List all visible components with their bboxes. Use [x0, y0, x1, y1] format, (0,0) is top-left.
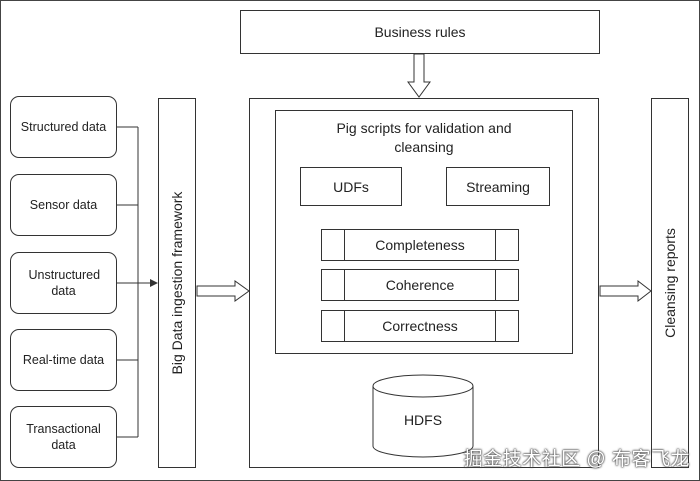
udfs-box: UDFs — [300, 167, 402, 206]
coherence-label: Coherence — [385, 277, 455, 293]
source-real-time-data: Real-time data — [10, 329, 117, 391]
streaming-box: Streaming — [446, 167, 550, 206]
watermark-text: 掘金技术社区 @ 布客飞龙 — [463, 449, 690, 470]
bar-cap-right — [495, 270, 518, 300]
ingestion-framework-label: Big Data ingestion framework — [169, 191, 185, 375]
correctness-label: Correctness — [382, 318, 458, 334]
source-label: Structured data — [20, 120, 107, 134]
source-sensor-data: Sensor data — [10, 174, 117, 236]
source-unstructured-data: Unstructured data — [10, 252, 117, 314]
hdfs-label: HDFS — [403, 412, 443, 428]
business-rules-label: Business rules — [374, 24, 466, 40]
ingestion-framework-box — [158, 98, 196, 468]
streaming-label: Streaming — [466, 178, 530, 195]
source-label: Unstructured data — [28, 268, 101, 298]
bar-cap-right — [495, 311, 518, 341]
bar-cap-left — [322, 311, 345, 341]
source-label: Transactional data — [26, 422, 101, 452]
source-transactional-data: Transactional data — [10, 406, 117, 468]
business-rules-box: Business rules — [240, 10, 600, 54]
bar-cap-left — [322, 270, 345, 300]
source-label: Real-time data — [22, 353, 105, 367]
bar-cap-right — [495, 230, 518, 260]
source-structured-data: Structured data — [10, 96, 117, 158]
completeness-label: Completeness — [375, 237, 465, 253]
pig-scripts-title: Pig scripts for validation and cleansing — [336, 120, 512, 155]
source-label: Sensor data — [29, 198, 98, 212]
cleansing-reports-label: Cleansing reports — [662, 228, 678, 338]
udfs-label: UDFs — [333, 178, 369, 195]
completeness-bar: Completeness — [321, 229, 519, 261]
bar-cap-left — [322, 230, 345, 260]
coherence-bar: Coherence — [321, 269, 519, 301]
correctness-bar: Correctness — [321, 310, 519, 342]
